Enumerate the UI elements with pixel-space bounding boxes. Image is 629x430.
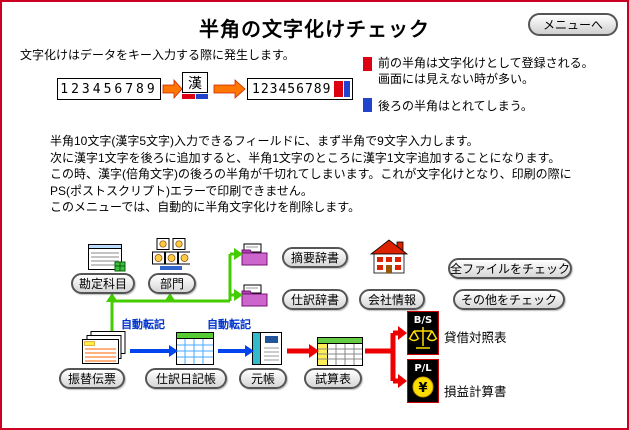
- orange-input-arrow-2: [213, 79, 246, 99]
- legend-red-line1: 前の半角は文字化けとして登録される。: [378, 56, 594, 70]
- summary-dict-button[interactable]: 摘要辞書: [282, 247, 348, 268]
- after-field-box: 123456789: [247, 78, 353, 100]
- trial-balance-table-icon: [317, 337, 363, 366]
- profit-loss-icon: P/L ¥: [407, 359, 439, 403]
- journal-dict-folder-icon: [241, 284, 268, 307]
- yen-coin-glyph: [412, 376, 434, 398]
- description-line: このメニューでは、自動的に半角文字化けを削除します。: [50, 200, 361, 214]
- legend-red-text: 前の半角は文字化けとして登録される。 画面には見えない時が多い。: [378, 55, 594, 87]
- before-field-box: 123456789: [57, 78, 161, 100]
- yen-symbol-text: ¥: [418, 381, 427, 396]
- account-list-icon: [88, 244, 126, 272]
- legend-red-swatch: [363, 57, 372, 71]
- ledger-book-icon: [252, 332, 282, 365]
- pl-code-text: P/L: [414, 363, 432, 374]
- description-line: この時、漢字(倍角文字)の後ろの半角が千切れてしまいます。これが文字化けとなり、…: [50, 167, 572, 181]
- description-line: 半角10文字(漢字5文字)入力できるフィールドに、まず半角で9文字入力します。: [50, 134, 479, 148]
- intro-caption: 文字化けはデータをキー入力する際に発生します。: [20, 48, 295, 62]
- departments-people-icon: [152, 238, 190, 270]
- summary-dict-folder-icon: [241, 243, 268, 266]
- journal-button[interactable]: 仕訳日記帳: [145, 368, 227, 389]
- departments-button[interactable]: 部門: [148, 273, 196, 294]
- auto-post-label-2: 自動転記: [207, 319, 251, 331]
- menu-button[interactable]: メニューへ: [527, 13, 618, 36]
- after-field-value: 123456789: [252, 81, 332, 97]
- legend-blue-text: 後ろの半角はとれてしまう。: [378, 99, 533, 113]
- company-info-button[interactable]: 会社情報: [359, 289, 425, 310]
- description-line: 次に漢字1文字を後ろに追加すると、半角1文字のところに漢字1文字追加することにな…: [50, 150, 561, 165]
- ledger-button[interactable]: 元帳: [239, 368, 287, 389]
- legend-red-line2: 画面には見えない時が多い。: [378, 72, 535, 86]
- kanji-insert-box: 漢: [182, 72, 208, 93]
- check-all-files-button[interactable]: 全ファイルをチェック: [448, 258, 572, 279]
- description-paragraph: 半角10文字(漢字5文字)入力できるフィールドに、まず半角で9文字入力します。 …: [50, 133, 572, 216]
- auto-post-label-1: 自動転記: [121, 319, 165, 331]
- legend-blue-swatch: [363, 98, 372, 112]
- accounts-button[interactable]: 勘定科目: [71, 273, 135, 294]
- company-house-icon: [369, 239, 409, 274]
- back-half-marker: [196, 94, 208, 99]
- bs-code-text: B/S: [414, 315, 432, 326]
- check-others-button[interactable]: その他をチェック: [453, 289, 565, 310]
- description-line: PS(ポストスクリプト)エラーで印刷できません。: [50, 183, 313, 198]
- page-title: 半角の文字化けチェック: [199, 19, 430, 41]
- income-statement-label: 損益計算書: [444, 385, 507, 399]
- journal-dict-button[interactable]: 仕訳辞書: [282, 289, 348, 310]
- transfer-slip-button[interactable]: 振替伝票: [59, 368, 125, 389]
- front-half-marker: [182, 94, 195, 99]
- balance-sheet-label: 貸借対照表: [444, 331, 507, 345]
- transfer-slip-stack-icon: [82, 331, 126, 364]
- orange-input-arrow-1: [162, 78, 183, 100]
- balance-sheet-icon: B/S: [407, 311, 439, 355]
- trial-balance-button[interactable]: 試算表: [304, 368, 362, 389]
- scales-glyph: [408, 327, 438, 349]
- mojibake-red-block: [334, 81, 344, 97]
- journal-sheet-icon: [176, 332, 214, 365]
- trailing-blue-block: [344, 81, 351, 97]
